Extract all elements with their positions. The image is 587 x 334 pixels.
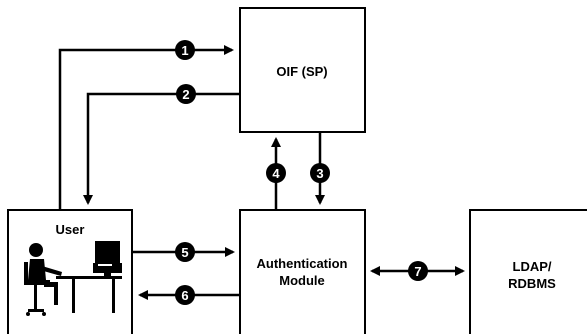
step-badge-3: 3: [310, 163, 330, 183]
step-badge-1: 1: [175, 40, 195, 60]
oif-sp-box: [239, 7, 366, 133]
authentication-module-label-line1: Authentication: [257, 256, 348, 271]
arrow-2: [83, 92, 240, 205]
step-badge-5: 5: [175, 242, 195, 262]
authentication-module-box: [239, 209, 366, 334]
user-at-computer-icon: [24, 241, 122, 316]
authentication-module-label-line2: Module: [279, 273, 325, 288]
user-label: User: [56, 222, 85, 237]
step-number-7: 7: [414, 264, 421, 279]
step-number-3: 3: [316, 166, 323, 181]
step-number-4: 4: [272, 166, 280, 181]
step-number-5: 5: [181, 245, 188, 260]
oif-sp-label: OIF (SP): [276, 64, 327, 79]
step-number-6: 6: [181, 288, 188, 303]
arrow-1: [58, 45, 234, 210]
step-number-2: 2: [182, 87, 189, 102]
step-badge-6: 6: [175, 285, 195, 305]
step-number-1: 1: [181, 43, 188, 58]
ldap-rdbms-label-line2: RDBMS: [508, 276, 556, 291]
step-badge-4: 4: [266, 163, 286, 183]
ldap-rdbms-label-line1: LDAP/: [513, 259, 552, 274]
step-badge-2: 2: [176, 84, 196, 104]
ldap-rdbms-box: [469, 209, 587, 334]
step-badge-7: 7: [408, 261, 428, 281]
